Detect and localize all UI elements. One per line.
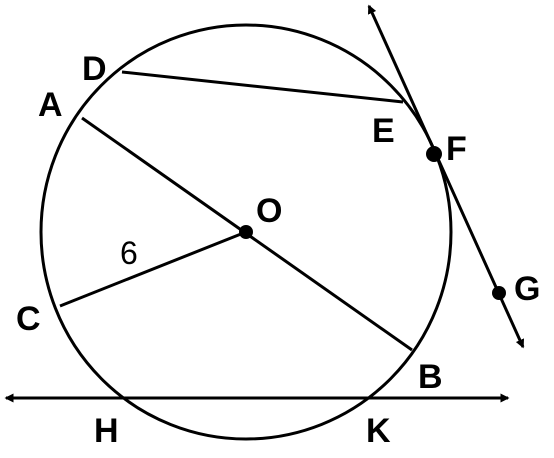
label-b: B xyxy=(418,358,443,396)
label-g: G xyxy=(514,270,540,308)
label-d: D xyxy=(82,50,107,88)
radius-oc xyxy=(59,230,247,308)
label-k: K xyxy=(366,412,391,450)
point-f-dot xyxy=(426,146,442,162)
label-h: H xyxy=(94,412,119,450)
radius-length-label: 6 xyxy=(120,235,138,271)
point-o-dot xyxy=(239,225,253,239)
point-g-dot xyxy=(492,286,506,300)
label-f: F xyxy=(446,130,467,168)
chord-de xyxy=(121,70,404,104)
label-c: C xyxy=(16,300,41,338)
label-o: O xyxy=(256,192,282,230)
label-a: A xyxy=(38,86,63,124)
label-e: E xyxy=(372,112,395,150)
